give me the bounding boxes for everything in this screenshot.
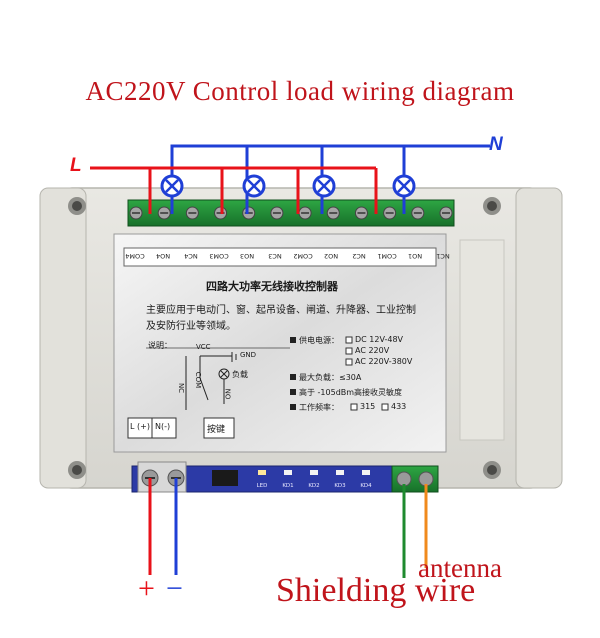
- gnd-label: GND: [240, 351, 257, 359]
- led-label: KD2: [308, 483, 319, 489]
- antenna-terminals: [391, 465, 439, 493]
- terminal-screw: [354, 206, 368, 220]
- vcc-label: VCC: [196, 343, 211, 351]
- sensitivity: 高于 -105dBm高接收灵敏度: [299, 388, 403, 397]
- terminal-screw: [129, 206, 143, 220]
- terminal-label: COM3: [209, 252, 228, 260]
- terminal-label: COM1: [377, 252, 396, 260]
- power-label: 供电电源：: [299, 336, 339, 345]
- lamp-load: [242, 174, 266, 198]
- terminal-screw: [383, 206, 397, 220]
- panel-description-1: 主要应用于电动门、窗、起吊设备、闸道、升降器、工业控制: [146, 305, 416, 316]
- terminal-screw: [242, 206, 256, 220]
- terminal-label: NC2: [352, 252, 366, 260]
- no-label: NO: [223, 388, 232, 400]
- terminal-label: COM4: [125, 252, 144, 260]
- led-label: KD1: [282, 483, 293, 489]
- button-label: 按键: [207, 425, 226, 435]
- terminal-screw: [411, 206, 425, 220]
- live-label: L: [70, 155, 82, 176]
- neutral-label: N: [489, 134, 503, 155]
- panel-description-2: 及安防行业等领域。: [146, 321, 236, 332]
- terminal-label: NC4: [184, 252, 198, 260]
- faceplate: COM4 NO4 NC4 COM3 NO3 NC3 COM2 NO2 NC2 COM1 NO1 NC1: [113, 233, 450, 453]
- panel-heading: 四路大功率无线接收控制器: [206, 280, 338, 293]
- load-label: 负载: [232, 370, 248, 379]
- board-led: KD1: [282, 470, 294, 489]
- diagram-title: AC220V Control load wiring diagram: [85, 76, 515, 106]
- terminal-label: NO1: [408, 252, 422, 260]
- antenna-label: antenna: [418, 553, 502, 583]
- terminal-label: NO3: [240, 252, 254, 260]
- terminal-screw: [157, 206, 171, 220]
- com-label: COM: [194, 371, 203, 389]
- minus-label: −: [166, 572, 183, 605]
- board-led: LED: [257, 470, 268, 489]
- lamp-load: [160, 174, 184, 198]
- shielding-label: Shielding wire: [276, 572, 476, 609]
- lamp-load: [392, 174, 416, 198]
- led-label: KD4: [360, 483, 372, 489]
- board-led: KD4: [360, 470, 372, 489]
- wires: [90, 144, 490, 578]
- board-led: KD2: [308, 470, 320, 489]
- terminal-screw: [439, 206, 453, 220]
- lamp-load: [312, 174, 336, 198]
- plus-label: +: [138, 572, 155, 605]
- led-label: LED: [257, 483, 268, 489]
- power-option-1: DC 12V-48V: [355, 335, 404, 344]
- terminal-screw: [298, 206, 312, 220]
- terminal-screw: [270, 206, 284, 220]
- terminal-screw: [185, 206, 199, 220]
- board-led: KD3: [334, 470, 346, 489]
- frequency-option-1: 315: [360, 402, 376, 411]
- terminal-label: NC3: [268, 252, 282, 260]
- terminal-label: COM2: [293, 252, 312, 260]
- frequency-option-2: 433: [391, 402, 407, 411]
- terminal-screw: [326, 206, 340, 220]
- terminal-label: NC1: [436, 252, 450, 260]
- terminal-label: NO2: [324, 252, 338, 260]
- notes-label: 说明：: [148, 341, 172, 350]
- n-minus-label: N(-): [155, 422, 171, 431]
- power-option-3: AC 220V-380V: [355, 357, 413, 366]
- frequency-label: 工作频率：: [299, 403, 339, 412]
- terminal-label: NO4: [156, 252, 170, 260]
- power-option-2: AC 220V: [355, 346, 390, 355]
- power-terminals: [137, 461, 187, 493]
- top-terminal-block: [127, 199, 455, 227]
- l-plus-label: L (+): [130, 422, 150, 431]
- max-load: 最大负载：≤30A: [299, 373, 362, 382]
- led-label: KD3: [334, 483, 346, 489]
- nc-label: NC: [177, 382, 186, 394]
